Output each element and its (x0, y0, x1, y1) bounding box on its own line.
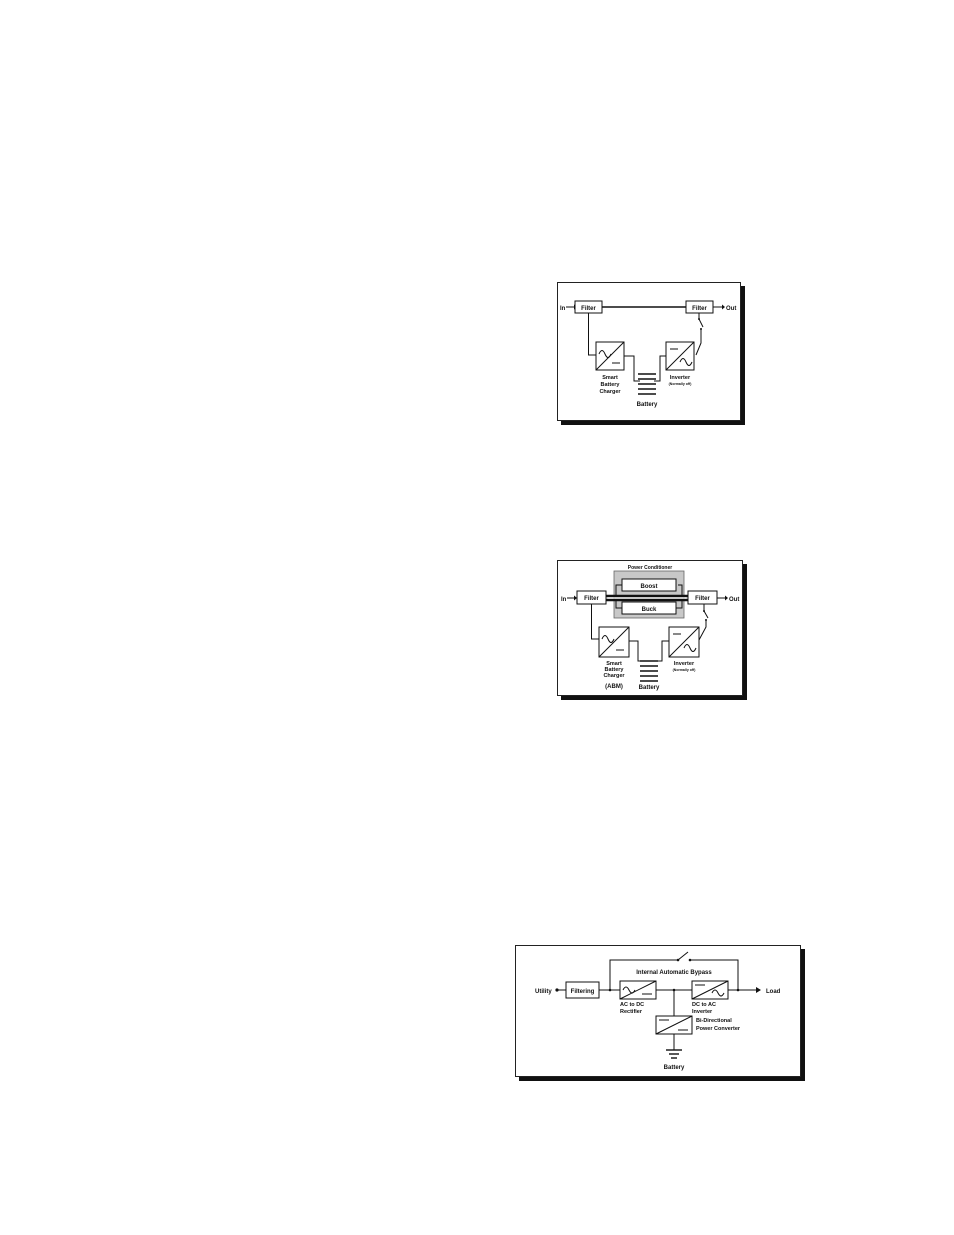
filtering-label: Filtering (571, 989, 595, 995)
charger-battery-line (629, 640, 642, 662)
ac-wave-icon (679, 358, 693, 366)
ac-wave-icon (622, 986, 636, 994)
inverter-diagonal (668, 626, 700, 658)
double-conversion-ups-svg: Internal Automatic Bypass Utility Filter… (535, 951, 781, 1071)
filter-in-label: Filter (581, 306, 596, 312)
boost-box (621, 578, 677, 592)
standby-ups-diagram: In Filter Filter Out Smart Battery Charg… (557, 282, 741, 421)
buck-feed-line (615, 600, 622, 609)
charger-battery-line (624, 355, 640, 382)
bypass-switch-blade (677, 951, 689, 961)
charger-label-2: Battery (605, 667, 625, 673)
standby-ups-svg: In Filter Filter Out Smart Battery Charg… (560, 300, 736, 408)
rectifier-label-1: AC to DC (620, 1002, 644, 1008)
inverter-label: Inverter (674, 661, 695, 667)
charger-feed-line (588, 313, 598, 356)
buck-label: Buck (642, 607, 657, 613)
converter-label-2: Power Converter (696, 1026, 741, 1032)
filter-out-label: Filter (695, 596, 710, 602)
filter-in-label: Filter (584, 596, 599, 602)
charger-label-3: Charger (599, 389, 621, 395)
switch-to-inverter-line (698, 620, 707, 641)
line-interactive-ups-diagram: Power Conditioner In Filter Boost Buck F… (557, 560, 743, 696)
bypass-left-line (609, 959, 678, 990)
inverter-label-2: Inverter (692, 1009, 713, 1015)
charger-label-1: Smart (602, 375, 618, 381)
boost-return-line (678, 584, 683, 596)
inverter-note: (Normally off) (673, 668, 696, 672)
ac-wave-icon (683, 644, 697, 652)
converter-label-1: Bi-Directional (696, 1018, 732, 1024)
battery-label: Battery (639, 685, 660, 691)
switch-blade (698, 318, 704, 328)
charger-diagonal (598, 626, 630, 658)
double-conversion-ups-diagram: Internal Automatic Bypass Utility Filter… (515, 945, 801, 1077)
conditioner-title: Power Conditioner (628, 565, 673, 571)
junction-icon (608, 988, 612, 992)
buck-return-line (676, 600, 683, 609)
charger-label-2: Battery (601, 382, 621, 388)
battery-label: Battery (664, 1065, 685, 1071)
load-label: Load (766, 989, 781, 995)
boost-feed-line (615, 584, 622, 596)
out-label: Out (729, 597, 739, 603)
junction-icon (736, 988, 740, 992)
in-label: In (560, 306, 566, 312)
switch-contact-icon (703, 610, 705, 612)
rectifier-diagonal (619, 980, 657, 1000)
charger-feed-line (591, 604, 599, 640)
in-label: In (561, 597, 567, 603)
switch-contact-icon (698, 318, 700, 320)
switch-blade (703, 610, 709, 619)
inverter-note: (Normally off) (669, 382, 692, 386)
bypass-label: Internal Automatic Bypass (636, 970, 712, 976)
out-arrow-icon (722, 304, 725, 310)
filter-out-label: Filter (692, 306, 707, 312)
utility-label: Utility (535, 989, 552, 995)
in-arrow-icon (574, 595, 577, 601)
ac-wave-icon (711, 989, 725, 997)
charger-label-3: Charger (603, 673, 625, 679)
inverter-label: Inverter (670, 375, 691, 381)
buck-box (621, 601, 677, 615)
line-interactive-ups-svg: Power Conditioner In Filter Boost Buck F… (561, 565, 739, 691)
switch-to-inverter-line (695, 329, 702, 356)
charger-label-4: (ABM) (605, 684, 623, 690)
out-label: Out (726, 306, 736, 312)
boost-label: Boost (641, 584, 658, 590)
inverter-diagonal (665, 341, 695, 371)
rectifier-label-2: Rectifier (620, 1009, 643, 1015)
converter-diagonal (655, 1015, 693, 1035)
battery-label: Battery (637, 402, 658, 408)
load-arrow-icon (756, 987, 761, 993)
bypass-right-line (690, 959, 739, 990)
ac-wave-icon (598, 350, 612, 358)
charger-label-1: Smart (606, 661, 622, 667)
inverter-label-1: DC to AC (692, 1002, 716, 1008)
battery-inverter-line (657, 640, 669, 662)
out-arrow-icon (725, 595, 728, 601)
ac-wave-icon (601, 635, 615, 643)
inverter-diagonal (691, 980, 729, 1000)
battery-inverter-line (654, 355, 666, 382)
